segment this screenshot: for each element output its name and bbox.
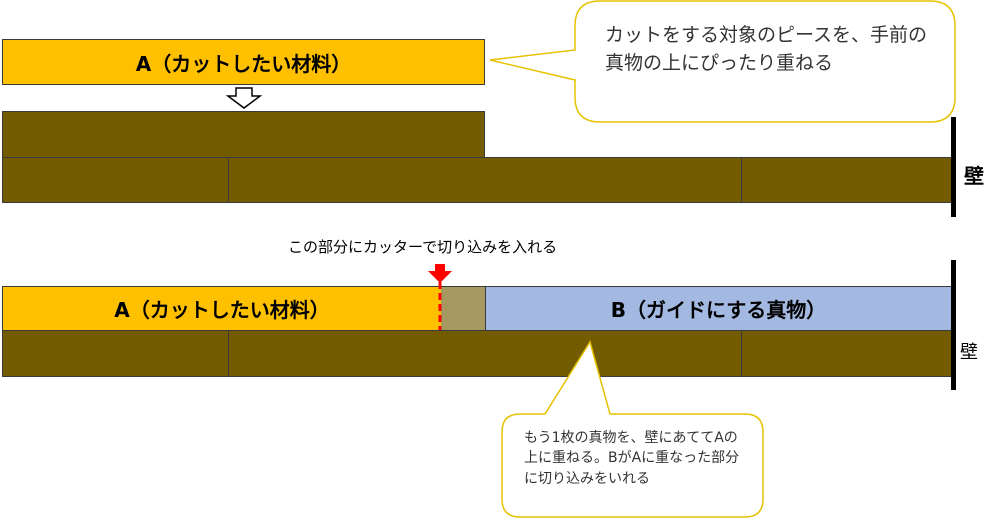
wall-label-top: 壁 — [964, 164, 984, 188]
cut-marker-arrow-icon — [428, 264, 452, 283]
wall-top — [951, 117, 956, 217]
plank-top-lower-3 — [741, 157, 952, 203]
cut-hint-label: この部分にカッターで切り込みを入れる — [288, 238, 558, 256]
wall-label-bottom: 壁 — [960, 342, 978, 363]
callout-text-top: カットをする対象のピースを、手前の真物の上にぴったり重ねる — [605, 24, 928, 74]
wall-bottom — [951, 260, 956, 390]
callout-text-bottom: もう1枚の真物を、壁にあててAの上に重ねる。BがAに重なった部分に切り込みをいれ… — [524, 430, 740, 487]
plank-bottom-1 — [2, 330, 229, 377]
plank-top-upper — [2, 111, 485, 158]
plank-top-lower-1 — [2, 157, 229, 203]
material-a-bottom: A（カットしたい材料） — [2, 286, 442, 331]
material-a-top: A（カットしたい材料） — [2, 39, 485, 85]
material-a-label: A（カットしたい材料） — [114, 298, 330, 322]
plank-top-lower-2 — [228, 157, 742, 203]
cut-line — [438, 282, 442, 334]
plank-bottom-2 — [228, 330, 742, 377]
guide-b-bottom: B（ガイドにする真物） — [485, 286, 952, 331]
plank-bottom-3 — [741, 330, 952, 377]
material-a-label: A（カットしたい材料） — [135, 51, 352, 76]
down-arrow-icon — [226, 87, 262, 109]
guide-b-label: B（ガイドにする真物） — [610, 298, 827, 322]
